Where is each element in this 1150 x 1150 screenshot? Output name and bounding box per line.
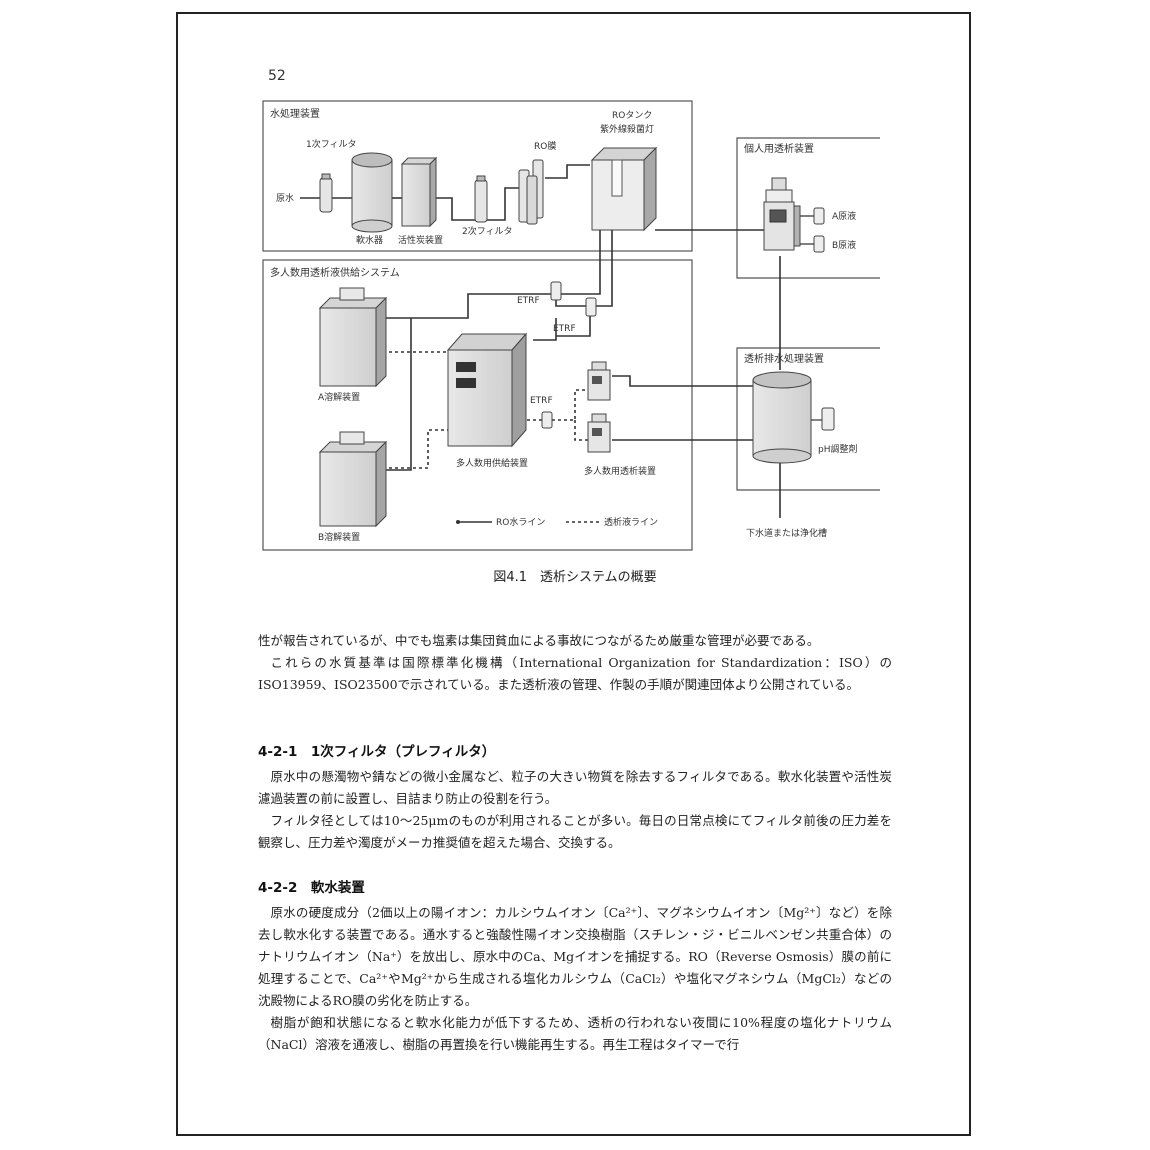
label-multi-console: 多人数用透析装置 bbox=[584, 465, 656, 477]
label-ro-tank: ROタンク bbox=[612, 110, 652, 121]
label-softener: 軟水器 bbox=[356, 234, 383, 246]
activated-carbon-unit bbox=[400, 156, 438, 228]
label-a-dissolver: A溶解装置 bbox=[318, 391, 360, 403]
paragraph-2: これらの水質基準は国際標準化機構（International Organizat… bbox=[258, 655, 892, 692]
label-b-solution: B原液 bbox=[832, 239, 856, 251]
frame-personal-dialysate bbox=[736, 137, 880, 279]
label-sewer: 下水道または浄化槽 bbox=[746, 527, 827, 539]
page-number: 52 bbox=[268, 68, 286, 84]
frame-water-treatment bbox=[262, 100, 693, 252]
label-uv-lamp: 紫外線殺菌灯 bbox=[600, 123, 654, 135]
heading-4-2-1: 4-2-1 1次フィルタ（プレフィルタ） bbox=[258, 744, 496, 760]
multi-patient-supply-unit bbox=[446, 332, 528, 448]
frame-drain-treatment bbox=[736, 347, 880, 491]
legend-dialysate-line: 透析液ライン bbox=[604, 516, 658, 528]
pipe-drain bbox=[612, 375, 753, 441]
ph-adjuster-bottle bbox=[821, 407, 835, 431]
label-raw-water: 原水 bbox=[276, 192, 294, 204]
softener bbox=[351, 152, 393, 233]
paragraph-4-2-1-b: フィルタ径としては10～25μmのものが利用されることが多い。毎日の日常点検にて… bbox=[258, 813, 892, 850]
label-etrf-3: ETRF bbox=[530, 396, 553, 406]
ro-tank bbox=[590, 146, 658, 232]
etrf-filter-3 bbox=[541, 411, 553, 429]
label-activated-carbon: 活性炭装置 bbox=[398, 234, 443, 246]
label-primary-filter: 1次フィルタ bbox=[306, 138, 357, 150]
paragraph-4-2-1-a: 原水中の懸濁物や錆などの微小金属など、粒子の大きい物質を除去するフィルタである。… bbox=[258, 769, 892, 806]
drain-tank bbox=[752, 371, 812, 464]
pipe-concentrate bbox=[800, 215, 814, 245]
label-etrf-1: ETRF bbox=[517, 296, 540, 306]
legend: RO水ライン 透析液ライン bbox=[456, 516, 658, 528]
multi-patient-console-2 bbox=[587, 413, 611, 453]
pipe-ro-distribution bbox=[383, 230, 781, 518]
section-drain-treatment: 透析排水処理装置 bbox=[744, 352, 824, 365]
intro-text: 性が報告されているが、中でも塩素は集団貧血による事故につながるため厳重な管理が必… bbox=[258, 630, 892, 696]
frame-multi-dialysate bbox=[262, 259, 693, 551]
a-concentrate-bottle bbox=[813, 207, 825, 225]
b-concentrate-bottle bbox=[813, 235, 825, 253]
book-page bbox=[176, 12, 971, 1136]
personal-dialysis-machine bbox=[763, 177, 801, 251]
dialysis-system-diagram: 水処理装置 多人数用透析液供給システム 個人用透析装置 透析排水処理装置 1次フ… bbox=[262, 100, 880, 551]
section-personal-dialysate: 個人用透析装置 bbox=[744, 142, 814, 155]
b-dissolver bbox=[318, 431, 388, 528]
section-multi-dialysate: 多人数用透析液供給システム bbox=[270, 266, 400, 279]
legend-ro-line: RO水ライン bbox=[496, 516, 545, 528]
dialysate-lines bbox=[383, 351, 590, 469]
paragraph-4-2-2-b: 樹脂が飽和状態になると軟水化能力が低下するため、透析の行われない夜間に10%程度… bbox=[258, 1015, 892, 1052]
label-etrf-2: ETRF bbox=[553, 324, 576, 334]
label-secondary-filter: 2次フィルタ bbox=[462, 225, 513, 237]
etrf-filter-2 bbox=[585, 297, 597, 317]
ro-membranes bbox=[518, 159, 544, 225]
a-dissolver bbox=[318, 287, 388, 388]
label-b-dissolver: B溶解装置 bbox=[318, 531, 360, 543]
multi-patient-console-1 bbox=[587, 361, 611, 401]
paragraph-4-2-2-a: 原水の硬度成分（2価以上の陽イオン：カルシウムイオン〔Ca²⁺〕、マグネシウムイ… bbox=[258, 905, 892, 1008]
section-water-treatment: 水処理装置 bbox=[270, 107, 320, 120]
section-4-2-1-text: 原水中の懸濁物や錆などの微小金属など、粒子の大きい物質を除去するフィルタである。… bbox=[258, 766, 892, 854]
figure-caption: 図4.1 透析システムの概要 bbox=[493, 570, 657, 585]
primary-filter bbox=[319, 173, 333, 213]
secondary-filter bbox=[474, 175, 488, 223]
label-ph-adjuster: pH調整剤 bbox=[818, 443, 857, 455]
label-a-solution: A原液 bbox=[832, 210, 856, 222]
etrf-filter-1 bbox=[550, 281, 562, 301]
paragraph-1: 性が報告されているが、中でも塩素は集団貧血による事故につながるため厳重な管理が必… bbox=[258, 633, 820, 648]
section-4-2-2-text: 原水の硬度成分（2価以上の陽イオン：カルシウムイオン〔Ca²⁺〕、マグネシウムイ… bbox=[258, 902, 892, 1056]
heading-4-2-2: 4-2-2 軟水装置 bbox=[258, 880, 365, 896]
label-ro-membrane: RO膜 bbox=[534, 141, 556, 152]
label-multi-supply: 多人数用供給装置 bbox=[456, 457, 528, 469]
